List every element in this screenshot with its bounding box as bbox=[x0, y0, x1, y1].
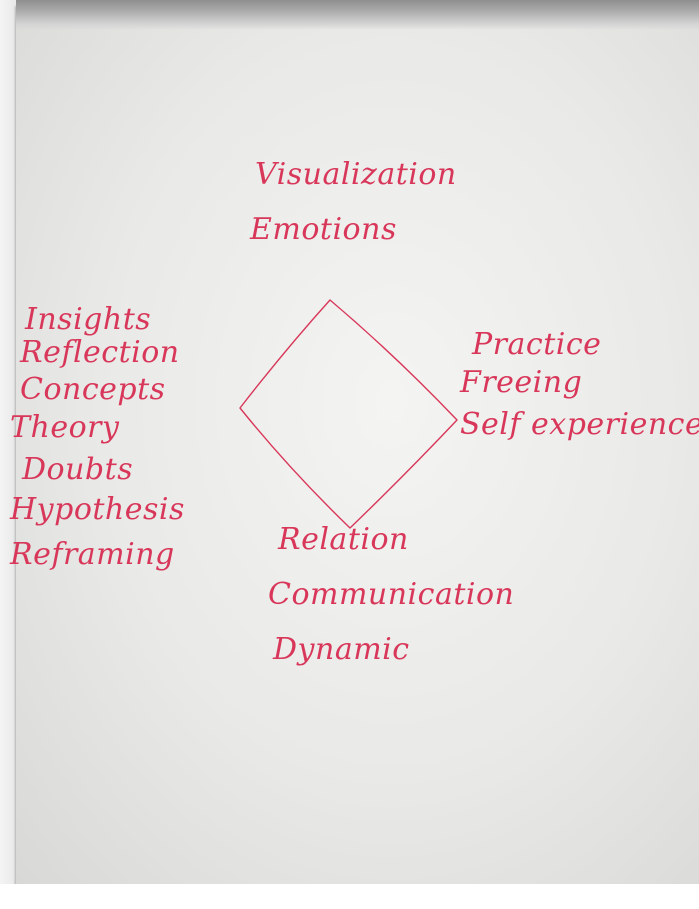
label-practice: Practice bbox=[472, 327, 602, 362]
label-communication: Communication bbox=[268, 577, 515, 612]
label-reframing: Reframing bbox=[10, 537, 175, 572]
label-emotions: Emotions bbox=[250, 212, 397, 247]
label-reflection: Reflection bbox=[20, 335, 180, 370]
label-theory: Theory bbox=[10, 410, 120, 445]
photo-bottom-margin bbox=[0, 884, 699, 909]
label-relation: Relation bbox=[278, 522, 409, 557]
label-visualization: Visualization bbox=[255, 157, 457, 192]
label-dynamic: Dynamic bbox=[273, 632, 410, 667]
label-hypothesis: Hypothesis bbox=[10, 492, 185, 527]
label-concepts: Concepts bbox=[20, 372, 166, 407]
diamond-shape bbox=[239, 299, 458, 529]
label-doubts: Doubts bbox=[22, 452, 134, 487]
label-freeing: Freeing bbox=[460, 365, 583, 400]
flipchart-top-edge-shadow bbox=[16, 0, 699, 30]
flipchart-paper bbox=[16, 6, 699, 886]
wall-background bbox=[0, 0, 16, 909]
label-insights: Insights bbox=[25, 302, 152, 337]
label-self-experience: Self experience bbox=[460, 407, 699, 442]
